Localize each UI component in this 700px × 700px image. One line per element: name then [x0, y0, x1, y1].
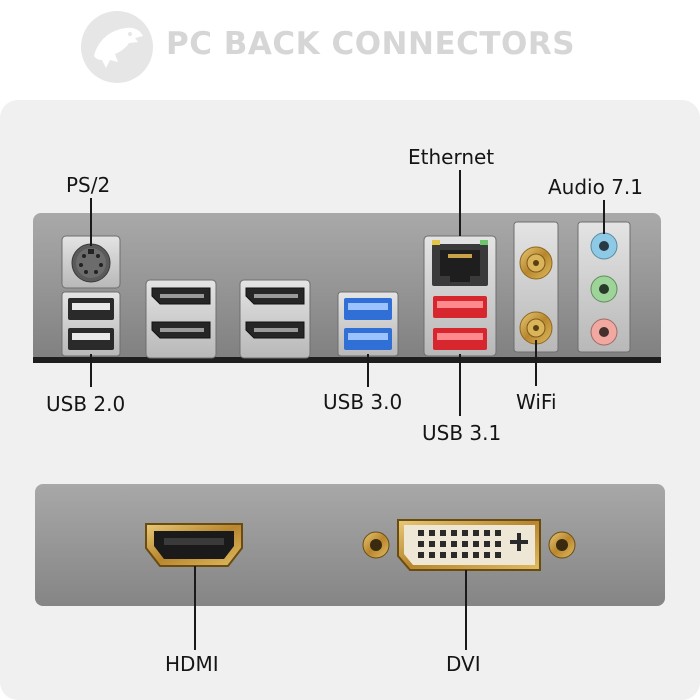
usb31-ports [433, 296, 487, 350]
label-dvi: DVI [446, 652, 481, 676]
label-hdmi: HDMI [165, 652, 219, 676]
label-usb30: USB 3.0 [323, 390, 403, 414]
label-usb31: USB 3.1 [422, 421, 502, 445]
leader-lines-top [90, 170, 605, 416]
label-ethernet: Ethernet [408, 145, 495, 169]
label-ps2: PS/2 [66, 173, 111, 197]
label-wifi: WiFi [516, 390, 557, 414]
ps2-port [61, 235, 121, 289]
label-audio: Audio 7.1 [548, 175, 644, 199]
usb20-ports [61, 291, 121, 357]
video-panel [35, 484, 665, 606]
leader-lines-bottom [194, 566, 467, 650]
header: PC BACK CONNECTORS [0, 0, 700, 98]
audio-jacks [577, 221, 631, 353]
displayport-stack-2 [239, 279, 311, 359]
label-usb20: USB 2.0 [46, 392, 126, 416]
dinosaur-logo-icon [81, 11, 153, 83]
wifi-antenna-connectors [513, 221, 559, 353]
displayport-stack-1 [145, 279, 217, 359]
dvi-port [362, 519, 576, 571]
usb30-ports [337, 291, 399, 357]
page-title: PC BACK CONNECTORS [166, 26, 576, 62]
hdmi-port [145, 523, 243, 567]
